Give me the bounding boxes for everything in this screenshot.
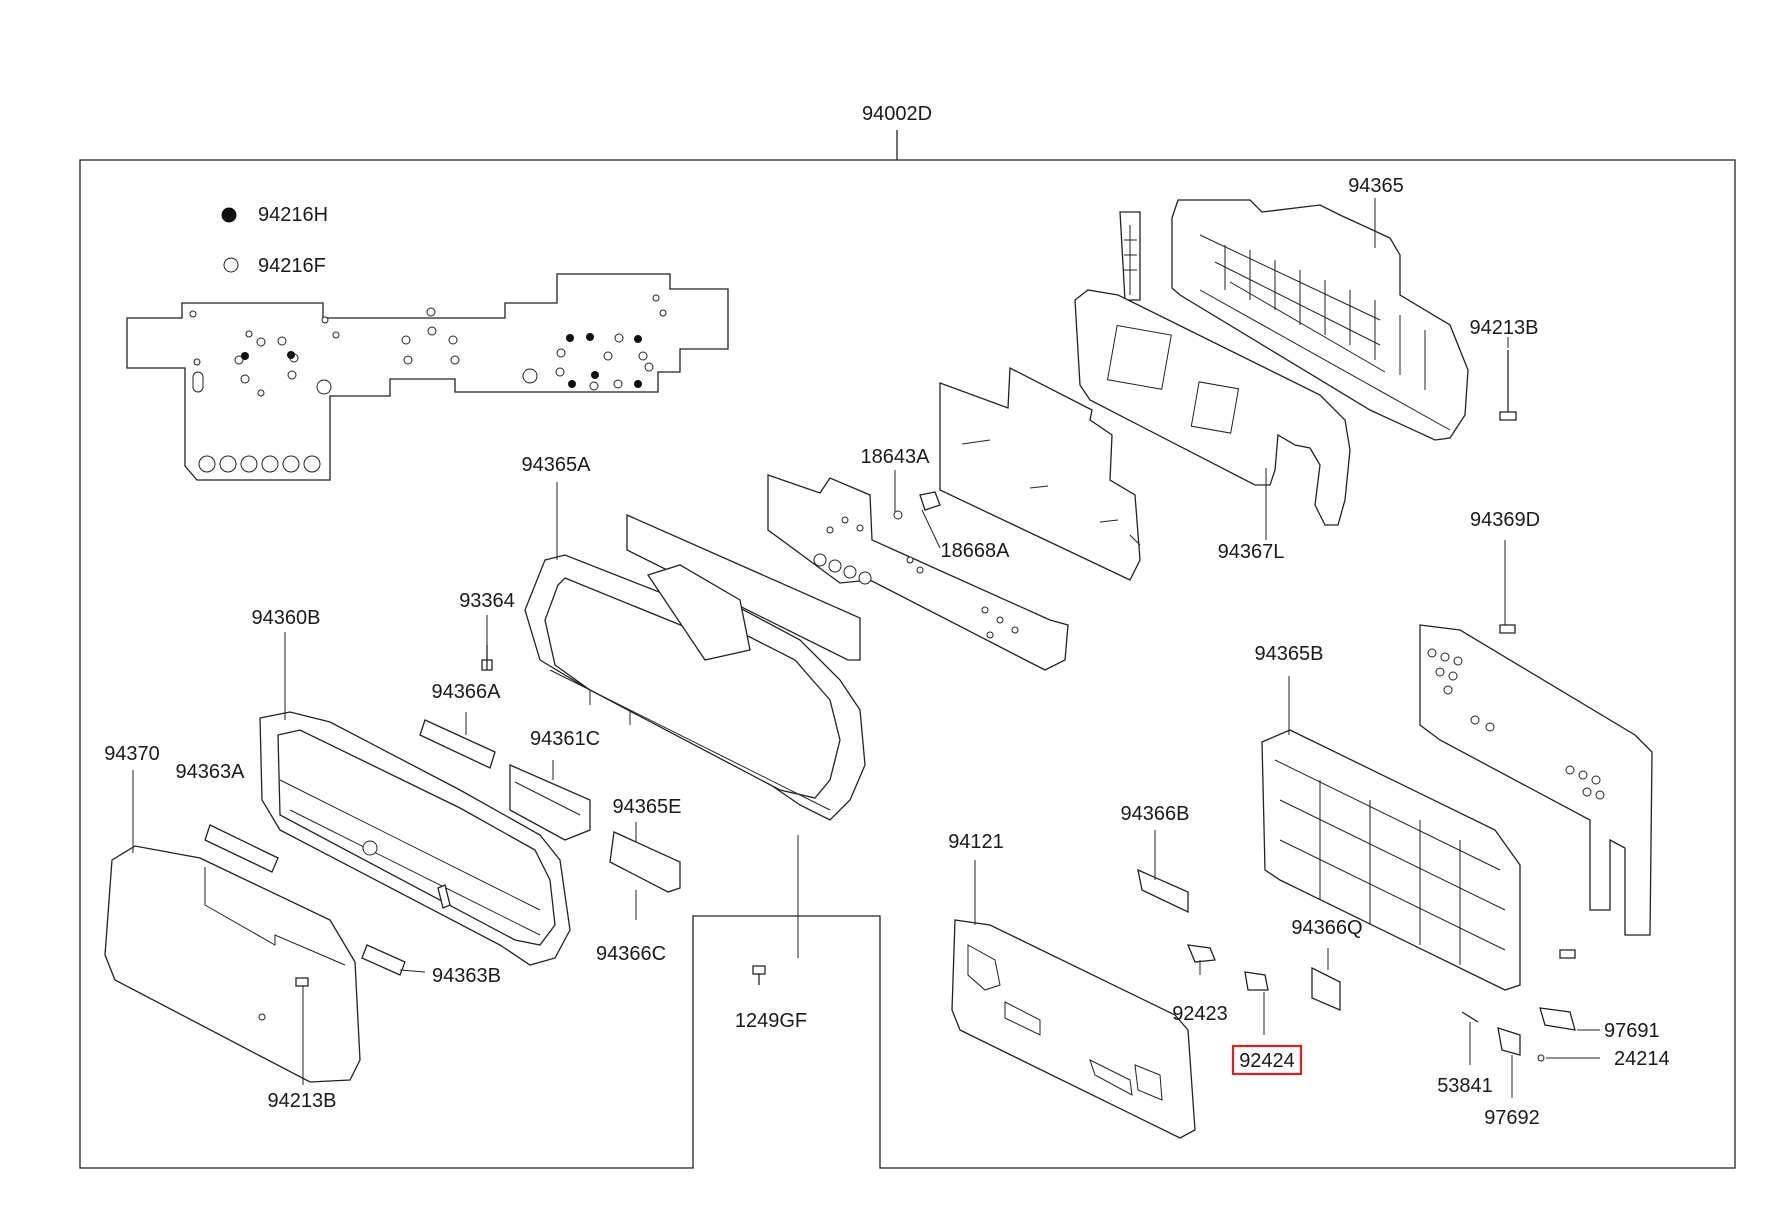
callout-94213B-top: 94213B	[1470, 317, 1539, 339]
assembly-frame: 94002D	[79, 103, 1736, 1169]
assembly-label: 94002D	[862, 103, 932, 125]
callout-labels: 94365 94213B 94365A 18643A 18668A 94367L…	[104, 175, 1669, 1129]
callout-94367L: 94367L	[1218, 541, 1285, 563]
callout-92424: 92424	[1239, 1050, 1295, 1072]
callout-94121: 94121	[948, 831, 1004, 853]
callout-1249GF: 1249GF	[735, 1010, 807, 1032]
back-cover	[1419, 624, 1653, 936]
callout-94366Q: 94366Q	[1291, 917, 1362, 939]
callout-94360B: 94360B	[252, 607, 321, 629]
callout-53841: 53841	[1437, 1075, 1493, 1097]
callout-94213B-bottom: 94213B	[268, 1090, 337, 1112]
connector-94361C	[509, 764, 591, 841]
callout-94365: 94365	[1348, 175, 1404, 197]
decal-a	[204, 824, 279, 873]
rear-case	[1119, 199, 1469, 441]
screw-top	[1499, 350, 1517, 421]
callout-94363A: 94363A	[176, 761, 246, 783]
filled-dot-icon	[221, 207, 237, 223]
callout-18668A: 18668A	[941, 540, 1011, 562]
open-dot-icon	[223, 257, 239, 273]
callout-24214: 24214	[1614, 1048, 1670, 1070]
leader-lines	[132, 198, 1600, 1098]
screw-94213B-bottom	[295, 977, 309, 987]
mounting-plate	[1074, 289, 1351, 526]
callout-94363B: 94363B	[432, 965, 501, 987]
front-panel	[951, 919, 1196, 1139]
callout-93364: 93364	[459, 590, 515, 612]
callout-94366A: 94366A	[432, 681, 502, 703]
clip-92423	[1186, 944, 1216, 963]
legend-filled-label: 94216H	[258, 204, 328, 226]
front-glass	[104, 845, 361, 1083]
callout-94365E: 94365E	[613, 796, 682, 818]
bracket-97692	[1497, 1027, 1521, 1056]
callout-92423: 92423	[1172, 1003, 1228, 1025]
callout-94366C: 94366C	[596, 943, 666, 965]
callout-97692: 97692	[1484, 1107, 1540, 1129]
callout-94369D: 94369D	[1470, 509, 1540, 531]
callout-94370: 94370	[104, 743, 160, 765]
callout-94365A: 94365A	[522, 454, 592, 476]
bulb-socket	[893, 491, 941, 520]
callout-94366B: 94366B	[1121, 803, 1190, 825]
legend: 94216H 94216F	[221, 204, 328, 277]
screw-1249GF	[752, 965, 766, 985]
circuit-board	[126, 273, 729, 481]
meter-housing	[524, 554, 866, 821]
pin-53841	[1461, 1011, 1479, 1023]
plate-94366Q	[1311, 966, 1341, 1011]
clip-24214	[1537, 1054, 1545, 1062]
legend-open-label: 94216F	[258, 255, 326, 277]
front-case	[1261, 729, 1576, 991]
clip-92424	[1244, 971, 1269, 991]
plate-94366B	[1137, 868, 1189, 914]
main-pcb	[767, 366, 1141, 671]
callout-97691: 97691	[1604, 1020, 1660, 1042]
bracket-94365E	[609, 831, 681, 893]
bracket-97691	[1539, 1007, 1576, 1031]
callout-94365B: 94365B	[1255, 643, 1324, 665]
screw-93364	[481, 645, 493, 671]
plate-94366A	[419, 719, 496, 769]
highlight-box	[1231, 1044, 1303, 1076]
decal-b	[361, 944, 406, 976]
callout-18643A: 18643A	[861, 446, 931, 468]
lens-strip	[626, 514, 861, 661]
bezel	[259, 711, 571, 966]
callout-94361C: 94361C	[530, 728, 600, 750]
